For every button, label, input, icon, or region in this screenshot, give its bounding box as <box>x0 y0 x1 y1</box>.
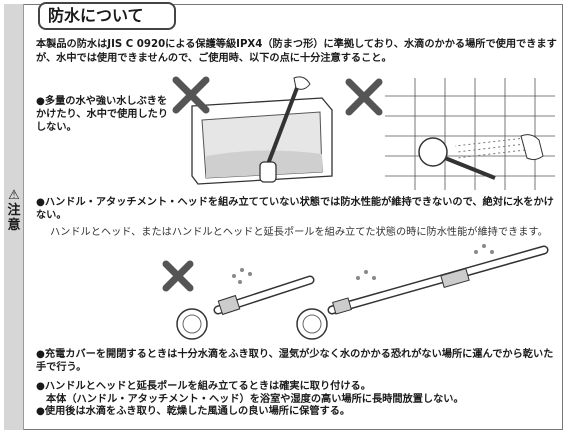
bullet-assembly: ●ハンドル・アタッチメント・ヘッドを組み立てていない状態では防水性能が維持できな… <box>36 197 554 221</box>
bullet-assemble-line2: 本体（ハンドル・アタッチメント・ヘッド）を浴室や湿度の高い場所に長時間放置しない… <box>46 394 464 406</box>
pole-assembly-illustration <box>296 244 549 340</box>
caution-char-2: 意 <box>7 218 21 233</box>
bullet-charge-cover: ●充電カバーを開閉するときは十分水滴をふき取り、湿気が少なく水のかかる恐れがない… <box>36 349 554 374</box>
caution-label: ⚠ 注 意 <box>4 188 24 233</box>
intro-text: 本製品の防水はJIS C 0920による保護等級IPX4（防まつ形）に準拠してお… <box>36 39 557 64</box>
cross-mark-icon <box>345 78 383 116</box>
bullet-assemble: ●ハンドルとヘッドと延長ポールを組み立てるときは確実に取り付ける。 本体（ハンド… <box>36 380 561 406</box>
warning-triangle-icon: ⚠ <box>8 188 20 203</box>
bullet-assembly-note: ハンドルとヘッド、またはハンドルとヘッドと延長ポールを組み立てた状態の時に防水性… <box>50 227 548 238</box>
caution-char-1: 注 <box>7 203 21 218</box>
bathtub-illustration <box>172 76 333 185</box>
shower-spray-illustration <box>345 78 555 190</box>
bullet-water: ●多量の水や強い水しぶきをかけたり、水中で使用したりしない。 <box>36 96 169 133</box>
handle-head-illustration <box>162 260 315 340</box>
caution-sidebar <box>4 4 24 430</box>
bullet-assemble-line1: ●ハンドルとヘッドと延長ポールを組み立てるときは確実に取り付ける。 <box>36 381 371 392</box>
cross-mark-icon <box>162 260 194 292</box>
bullet-storage: ●使用後は水滴をふき取り、乾燥した風通しの良い場所に保管する。 <box>36 406 351 417</box>
cross-mark-icon <box>172 76 210 114</box>
section-title: 防水について <box>38 2 176 30</box>
